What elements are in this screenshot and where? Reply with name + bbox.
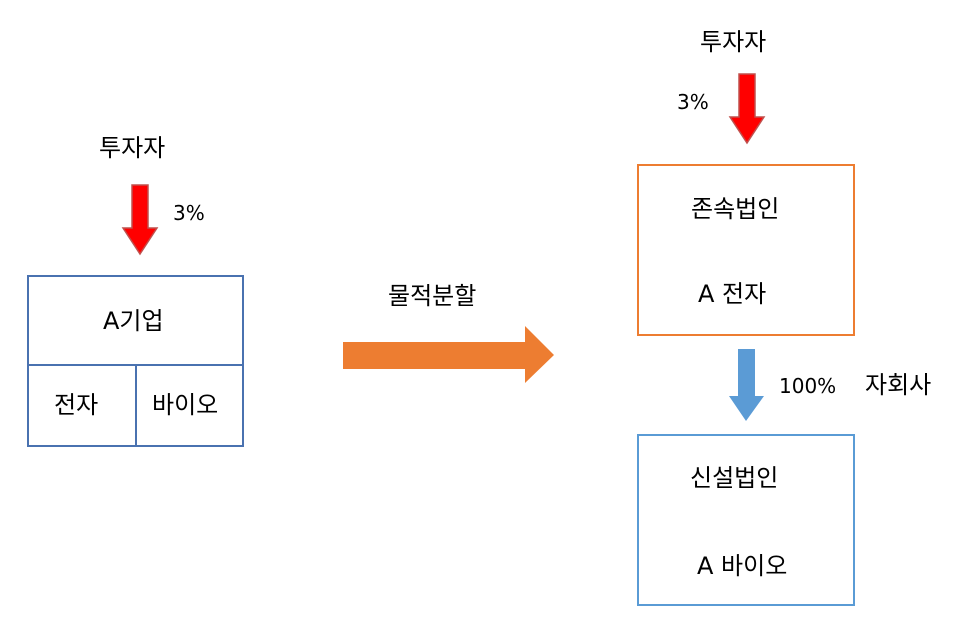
split-process-label: 물적분할: [388, 282, 477, 310]
new-company-name: A 바이오: [697, 552, 788, 580]
right-investor-label: 투자자: [700, 28, 767, 56]
ownership-arrow: [729, 349, 764, 421]
company-a-divider-vertical: [135, 364, 137, 445]
new-company-title: 신설법인: [690, 464, 779, 492]
split-arrow: [343, 326, 554, 383]
company-a-title: A기업: [103, 307, 164, 335]
subsidiary-label: 자회사: [865, 371, 932, 399]
existing-company-name: A 전자: [698, 280, 767, 308]
existing-company-box: 존속법인 A 전자: [637, 164, 855, 336]
left-investor-arrow: [121, 184, 159, 256]
company-a-box: A기업 전자 바이오: [27, 275, 244, 447]
new-company-box: 신설법인 A 바이오: [637, 434, 855, 606]
left-investor-label: 투자자: [99, 134, 166, 162]
ownership-pct: 100%: [779, 374, 837, 398]
right-investor-arrow: [728, 73, 766, 145]
existing-company-title: 존속법인: [691, 195, 780, 223]
division-electronics: 전자: [54, 391, 99, 419]
right-investor-pct: 3%: [677, 90, 709, 114]
left-investor-pct: 3%: [173, 201, 205, 225]
division-bio: 바이오: [152, 391, 219, 419]
